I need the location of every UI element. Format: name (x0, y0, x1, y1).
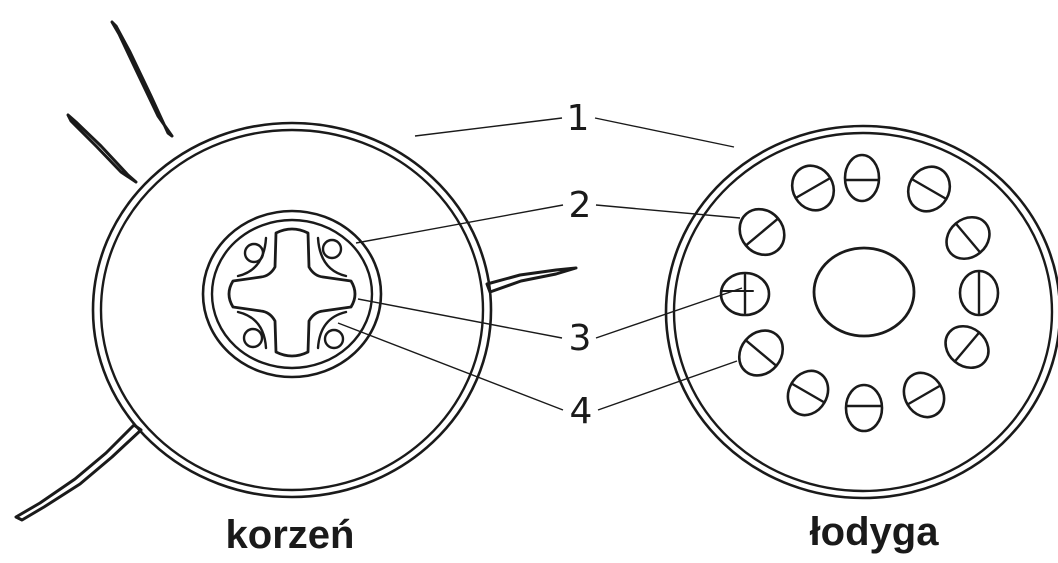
root-epidermis (93, 123, 491, 497)
root-epidermis-inner (101, 130, 483, 490)
root-phloem-circle (244, 329, 262, 347)
stem-pith (814, 248, 914, 336)
leader-line-4-root (338, 323, 563, 410)
vascular-bundle (845, 155, 879, 201)
vascular-bundle (780, 364, 836, 423)
root-hair (16, 425, 141, 520)
vascular-bundle (730, 200, 793, 264)
root-hair (68, 115, 136, 182)
leader-line-1-stem (595, 118, 734, 147)
vascular-bundle (730, 322, 791, 384)
leader-line-3-root (358, 299, 562, 338)
label-4: 4 (570, 391, 593, 432)
vascular-bundle (896, 366, 952, 425)
root-phloem-circle (245, 244, 263, 262)
root-hair (487, 268, 576, 292)
root-phloem-circle (325, 330, 343, 348)
root-phloem-circle (323, 240, 341, 258)
vascular-bundle (721, 273, 769, 315)
vascular-bundle (900, 159, 958, 219)
root-central-cylinder-inner (212, 220, 372, 368)
leader-line-2-stem (596, 205, 740, 218)
vascular-bundle (938, 209, 998, 268)
root-hair (112, 22, 172, 136)
leader-line-3-stem (596, 288, 742, 338)
vascular-bundle (846, 385, 882, 431)
vascular-bundle (784, 158, 842, 218)
stem-vascular-bundles (721, 155, 998, 431)
caption-stem: łodyga (810, 510, 940, 554)
root-cross-section (16, 22, 576, 520)
stem-epidermis (666, 126, 1058, 498)
vascular-bundle (960, 271, 998, 315)
label-1: 1 (567, 98, 590, 139)
label-2: 2 (569, 185, 592, 226)
stem-cross-section (666, 126, 1058, 498)
leader-line-4-stem (598, 361, 737, 410)
vascular-bundle (937, 318, 997, 377)
label-3: 3 (569, 318, 592, 359)
caption-root: korzeń (226, 513, 355, 557)
leader-line-1-root (415, 118, 562, 136)
